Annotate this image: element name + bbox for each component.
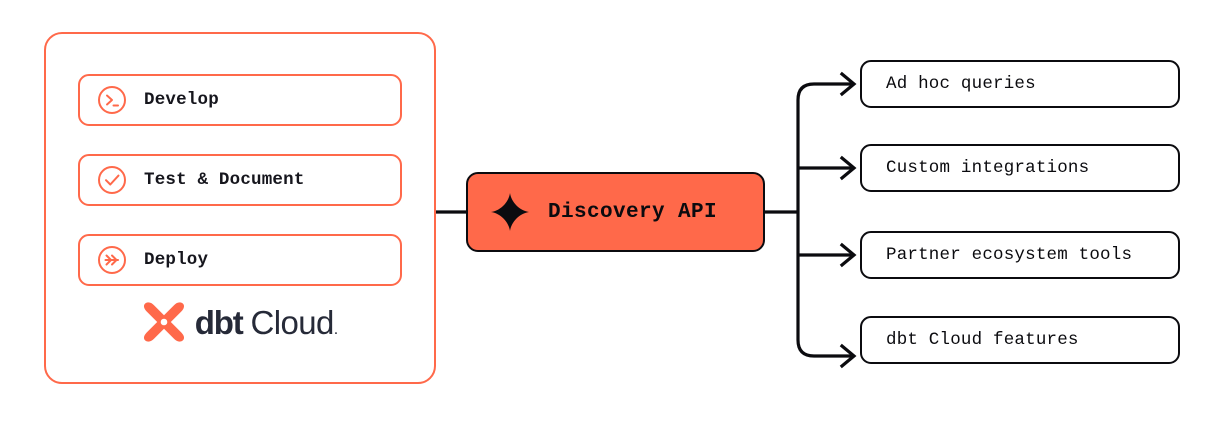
- consumer-box-partner-ecosystem-tools[interactable]: Partner ecosystem tools: [860, 231, 1180, 279]
- consumer-box-custom-integrations[interactable]: Custom integrations: [860, 144, 1180, 192]
- wordmark-cloud: Cloud: [250, 303, 335, 341]
- stage-label-develop: Develop: [144, 90, 219, 110]
- discovery-api-label: Discovery API: [548, 200, 718, 224]
- discovery-api-node[interactable]: Discovery API: [466, 172, 765, 252]
- stage-box-deploy[interactable]: Deploy: [78, 234, 402, 286]
- dbt-cloud-logo: dbt Cloud .: [46, 300, 434, 344]
- dbt-cloud-wordmark: dbt Cloud .: [195, 306, 338, 339]
- connector-branch-3: [796, 339, 852, 358]
- dbt-logo-mark-icon: [143, 302, 184, 342]
- wordmark-dbt: dbt: [194, 303, 244, 341]
- terminal-prompt-icon: [98, 86, 126, 114]
- dbt-cloud-source-container: Develop Test & Document Deploy: [44, 32, 436, 384]
- consumer-label-custom-integrations: Custom integrations: [886, 158, 1090, 178]
- stage-label-deploy: Deploy: [144, 250, 209, 270]
- connector-branch-0: [796, 82, 852, 101]
- stage-label-test-and-document: Test & Document: [144, 170, 305, 190]
- wordmark-trailing-dot: .: [333, 320, 339, 338]
- check-circle-icon: [98, 166, 126, 194]
- stage-box-develop[interactable]: Develop: [78, 74, 402, 126]
- consumer-label-ad-hoc-queries: Ad hoc queries: [886, 74, 1036, 94]
- double-chevron-right-icon: [98, 246, 126, 274]
- consumer-label-partner-ecosystem-tools: Partner ecosystem tools: [886, 245, 1133, 265]
- arrowhead-2: [839, 242, 857, 268]
- arrowhead-0: [839, 71, 857, 97]
- sparkle-icon: [491, 193, 529, 231]
- stage-box-test-and-document[interactable]: Test & Document: [78, 154, 402, 206]
- arrowhead-3: [839, 343, 857, 369]
- consumer-box-dbt-cloud-features[interactable]: dbt Cloud features: [860, 316, 1180, 364]
- arrowhead-1: [839, 155, 857, 181]
- consumer-label-dbt-cloud-features: dbt Cloud features: [886, 330, 1079, 350]
- consumer-box-ad-hoc-queries[interactable]: Ad hoc queries: [860, 60, 1180, 108]
